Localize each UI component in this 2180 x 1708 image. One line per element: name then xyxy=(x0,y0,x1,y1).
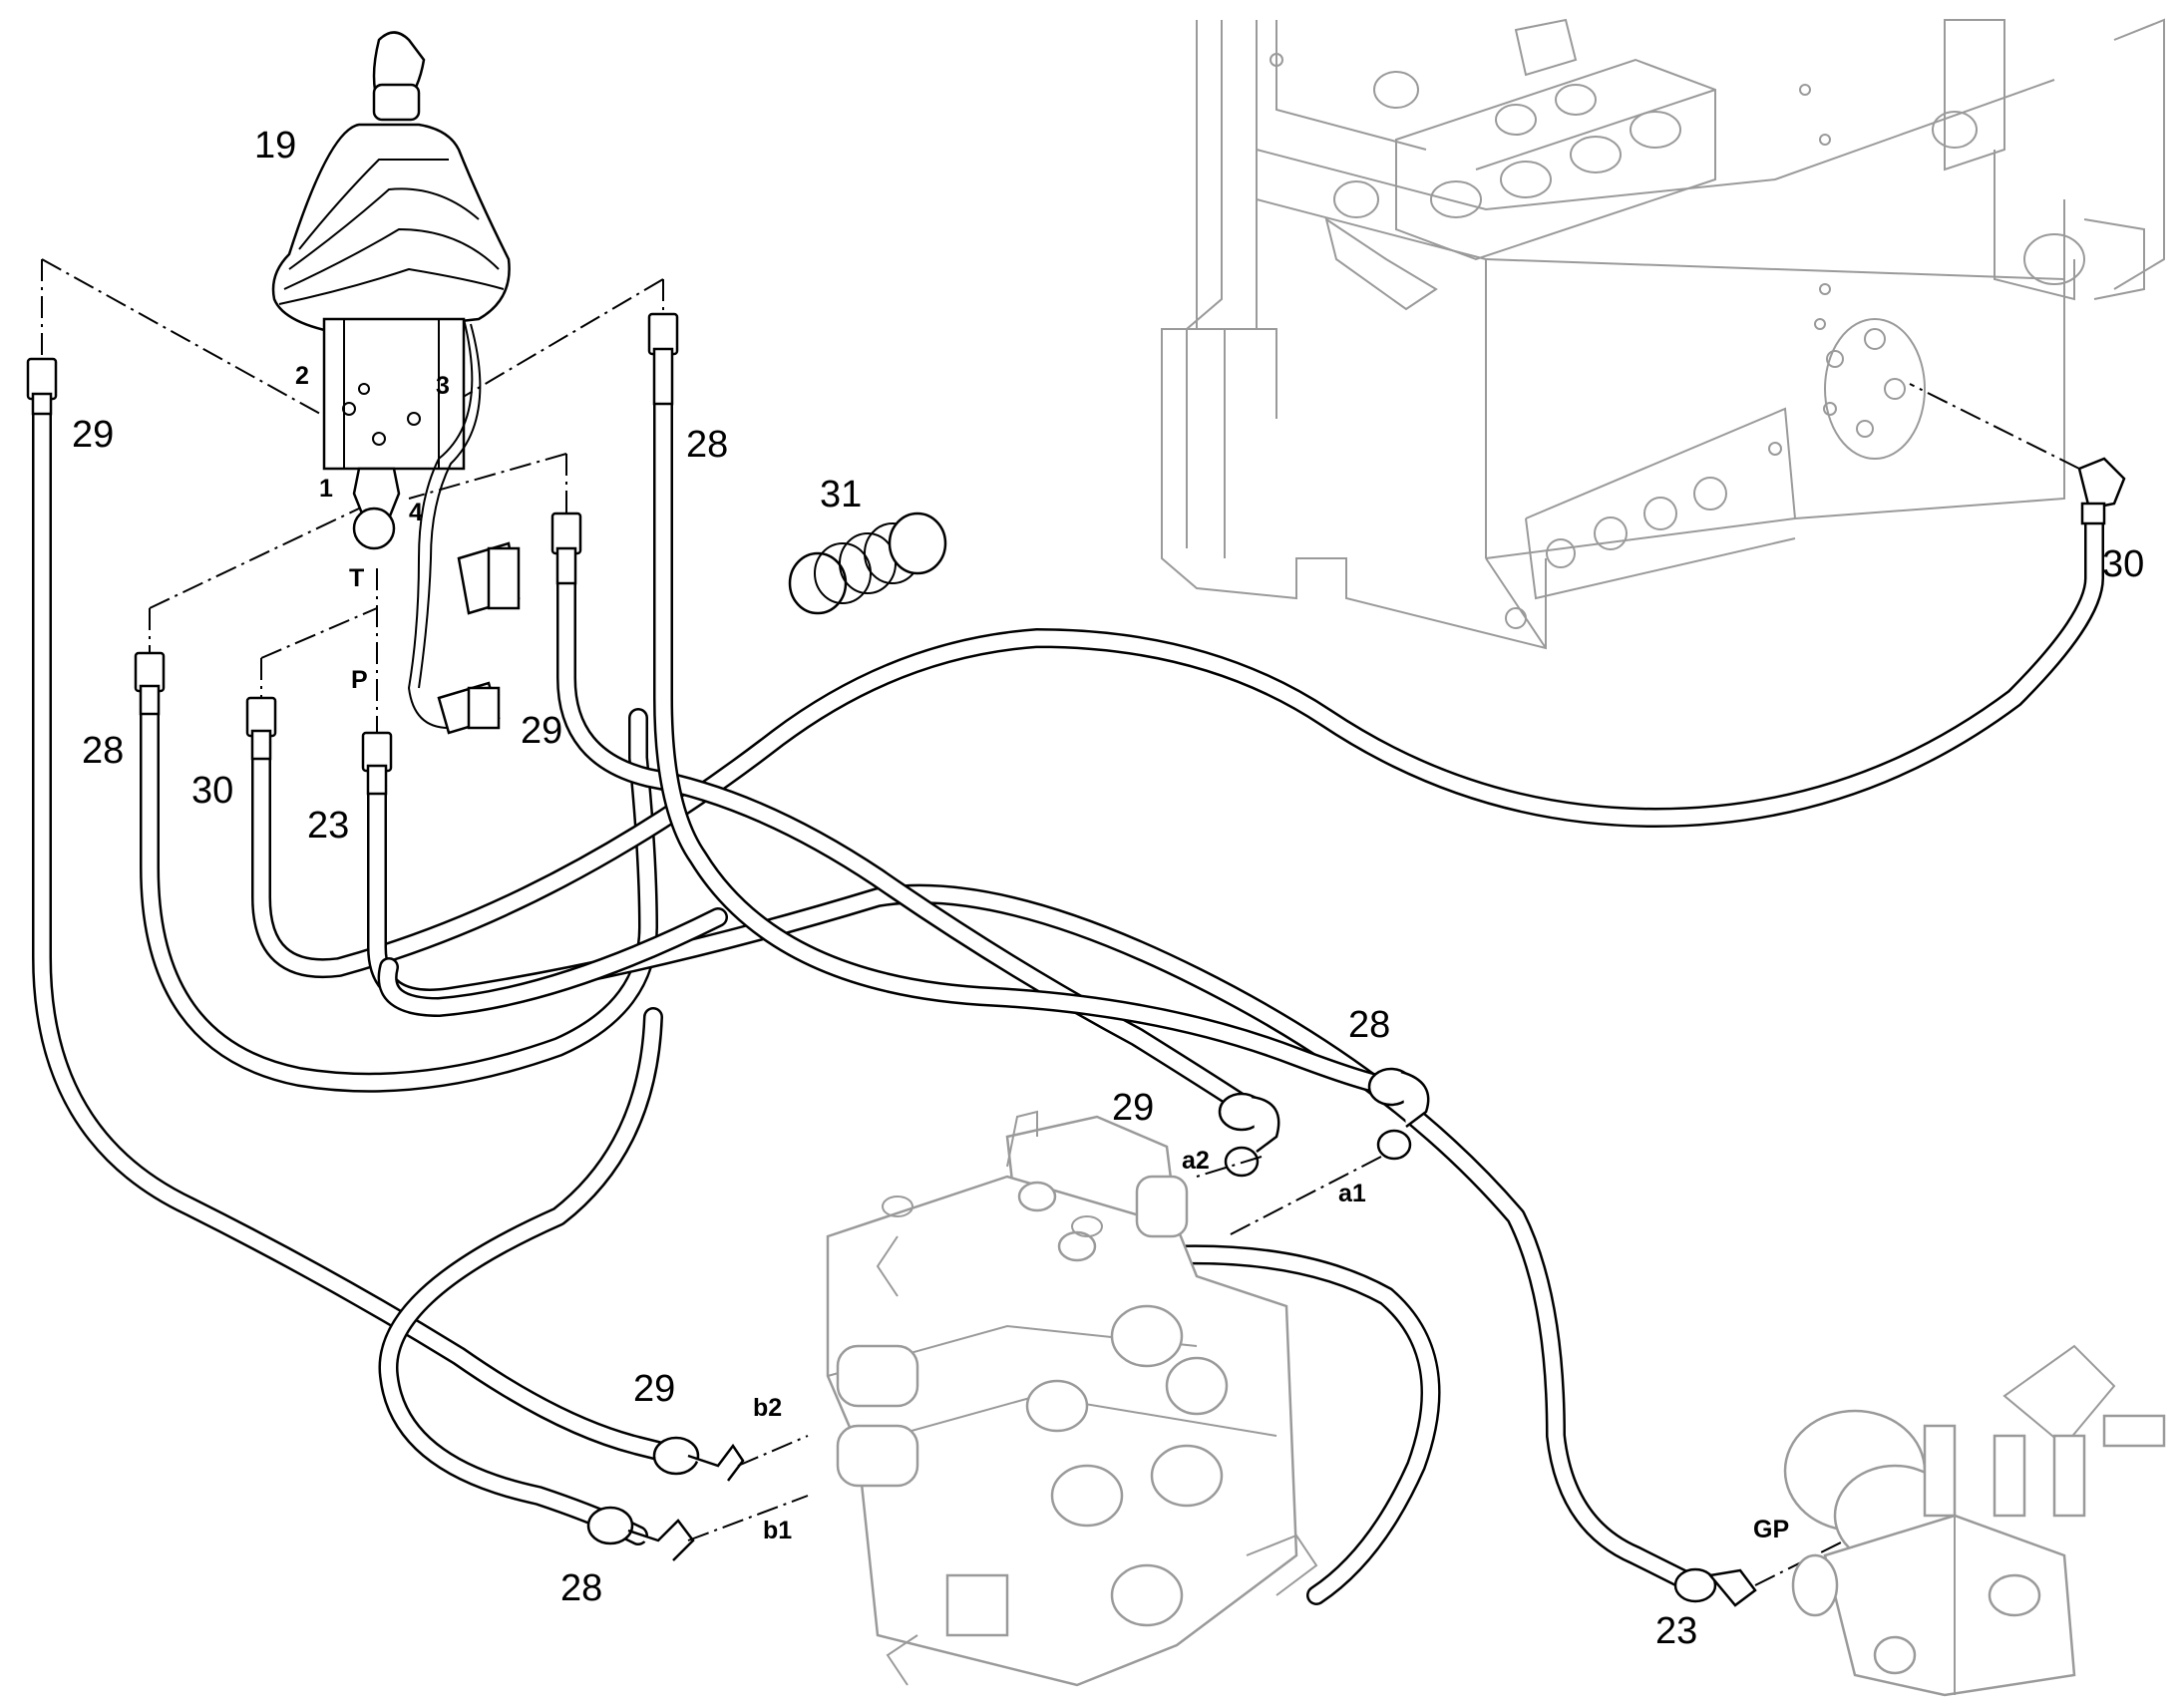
port-b1: b1 xyxy=(763,1517,792,1544)
callout-28-bottom: 28 xyxy=(560,1567,602,1609)
callout-28-mid-right: 28 xyxy=(1348,1004,1390,1046)
fitting-29-mid-top xyxy=(550,512,582,585)
callout-28-left: 28 xyxy=(82,730,124,772)
port-T: T xyxy=(349,564,364,592)
part-callouts: 19 29 28 31 30 28 30 23 29 28 29 29 28 2… xyxy=(72,125,2144,1652)
port-4: 4 xyxy=(409,499,423,526)
joystick-assembly xyxy=(271,31,521,735)
gear-pump-block xyxy=(1783,1344,2166,1697)
fitting-28-b1 xyxy=(586,1506,695,1561)
spring-31 xyxy=(788,512,947,615)
port-a2: a2 xyxy=(1182,1147,1210,1175)
port-3: 3 xyxy=(436,372,450,400)
fitting-29-a2 xyxy=(1218,1092,1280,1178)
callout-23-bottom: 23 xyxy=(1655,1610,1697,1652)
fitting-28-left-top xyxy=(134,651,166,716)
callout-19: 19 xyxy=(254,125,296,167)
callout-29-mid-right: 29 xyxy=(1112,1087,1154,1129)
port-b2: b2 xyxy=(753,1394,782,1422)
fitting-28-top xyxy=(647,312,679,406)
callout-29-mid: 29 xyxy=(521,710,562,752)
callout-28-top: 28 xyxy=(686,424,728,466)
callout-31: 31 xyxy=(820,474,862,515)
callout-23-left: 23 xyxy=(307,805,349,847)
fitting-30-left-top xyxy=(245,696,277,761)
port-P: P xyxy=(351,666,368,694)
fitting-23-gp xyxy=(1673,1567,1757,1607)
connection-lines xyxy=(41,258,2080,1586)
port-GP: GP xyxy=(1753,1516,1789,1543)
hose-fittings xyxy=(26,312,2126,1607)
fitting-29-left-top xyxy=(26,357,58,416)
hydraulic-hoses xyxy=(32,389,2104,1605)
hose-28-left xyxy=(140,698,658,1093)
callout-29-top-left: 29 xyxy=(72,414,114,456)
callout-29-bottom: 29 xyxy=(633,1368,675,1410)
fitting-28-a1 xyxy=(1367,1067,1430,1161)
port-a1: a1 xyxy=(1338,1180,1366,1207)
fitting-29-b2 xyxy=(652,1436,745,1482)
port-labels: 1 2 3 4 T P a1 a2 b1 b2 GP xyxy=(295,362,1789,1544)
control-valve-block xyxy=(826,1110,1318,1687)
port-2: 2 xyxy=(295,362,309,390)
port-1: 1 xyxy=(319,475,333,503)
fitting-23-left-top xyxy=(361,731,393,796)
machine-frame-assembly xyxy=(1161,18,2165,650)
callout-30-right: 30 xyxy=(2102,543,2144,585)
callout-30-left: 30 xyxy=(191,770,233,812)
fitting-30-right xyxy=(2077,457,2126,525)
